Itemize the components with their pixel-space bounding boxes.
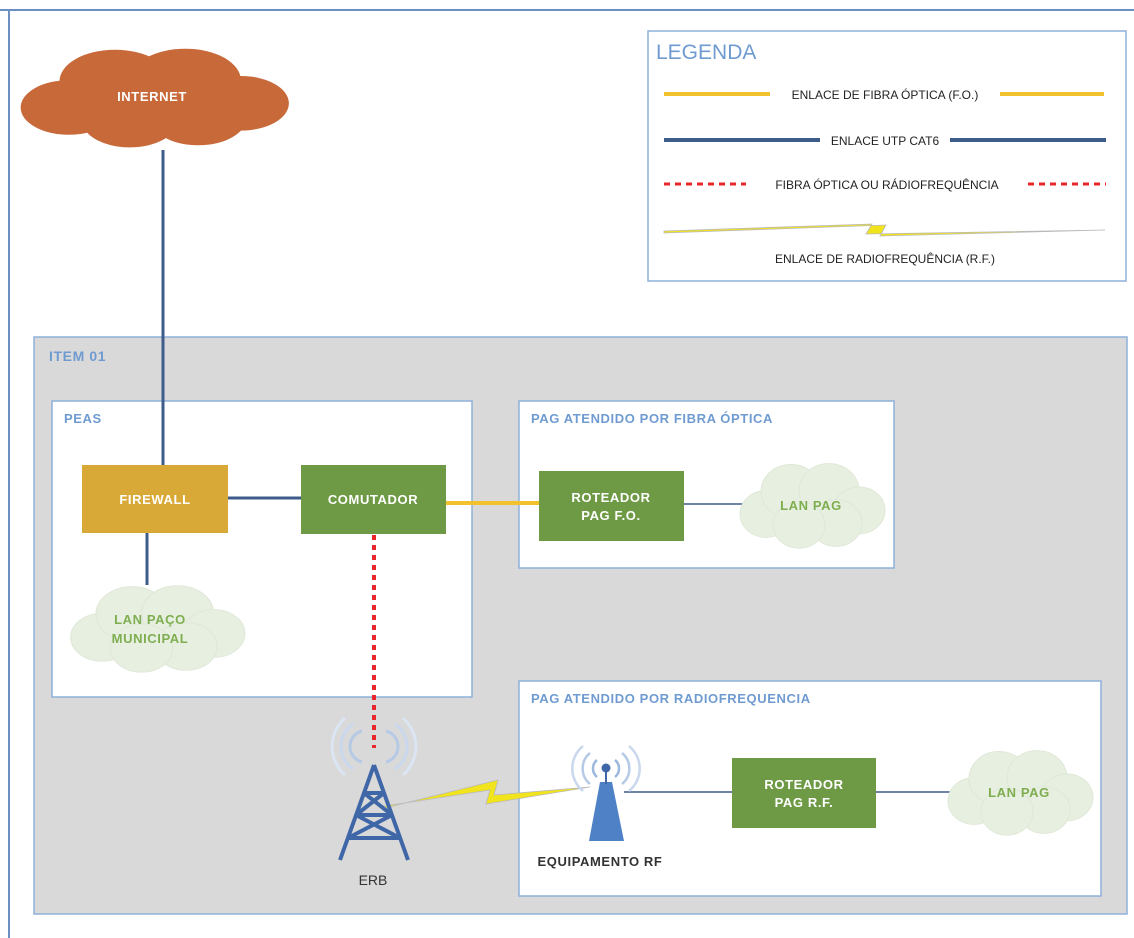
legend-title: LEGENDA	[656, 41, 756, 64]
firewall-label: FIREWALL	[119, 492, 190, 507]
router-fo-label-1: ROTEADOR	[571, 490, 650, 505]
legend-rf-label: ENLACE DE RADIOFREQUÊNCIA (R.F.)	[775, 251, 995, 266]
pag-fiber-title: PAG ATENDIDO POR FIBRA ÓPTICA	[531, 411, 773, 426]
lan-pag-rf-label: LAN PAG	[988, 785, 1050, 800]
peas-title: PEAS	[64, 411, 102, 426]
rf-lightning-link-icon	[384, 779, 591, 809]
legend-box	[647, 30, 1127, 282]
router-fo-label-2: PAG F.O.	[581, 508, 640, 523]
router-rf-label-2: PAG R.F.	[775, 795, 834, 810]
router-rf-box	[732, 758, 876, 828]
legend-dashed-label: FIBRA ÓPTICA OU RÁDIOFREQUÊNCIA	[775, 177, 998, 192]
legend-rf-bolt-icon	[663, 223, 1106, 237]
erb-tower-icon	[330, 716, 418, 861]
firewall-box	[82, 465, 228, 533]
rf-equipment-label: EQUIPAMENTO RF	[538, 854, 663, 869]
legend-fiber-label: ENLACE DE FIBRA ÓPTICA (F.O.)	[792, 87, 979, 102]
legend-utp-label: ENLACE UTP CAT6	[831, 134, 940, 148]
switch-box	[301, 465, 446, 534]
internet-label: INTERNET	[117, 89, 187, 104]
router-rf-label-1: ROTEADOR	[764, 777, 843, 792]
switch-label: COMUTADOR	[328, 492, 418, 507]
rf-equipment-antenna-icon	[571, 745, 641, 841]
lan-paco-label-2: MUNICIPAL	[112, 631, 189, 646]
lan-paco-label-1: LAN PAÇO	[114, 612, 186, 627]
router-fo-box	[539, 471, 684, 541]
item-title: ITEM 01	[49, 348, 106, 364]
erb-label: ERB	[359, 872, 388, 888]
lan-pag-fo-label: LAN PAG	[780, 498, 842, 513]
pag-rf-title: PAG ATENDIDO POR RADIOFREQUENCIA	[531, 691, 811, 706]
